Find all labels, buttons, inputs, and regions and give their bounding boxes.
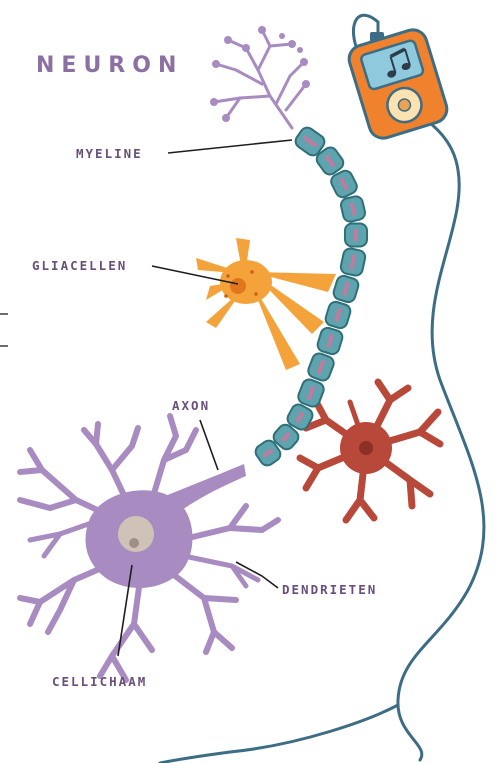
label-gliacellen: GLIACELLEN xyxy=(32,258,127,273)
cell-nucleolus xyxy=(129,538,139,548)
myelin-segment xyxy=(340,195,367,223)
myelin-segment xyxy=(345,224,367,247)
label-axon: AXON xyxy=(172,398,210,413)
diagram-title: NEURON xyxy=(36,53,183,78)
label-cellichaam: CELLICHAAM xyxy=(52,674,147,689)
myelin-segment xyxy=(340,247,367,277)
myelin-sheath xyxy=(253,125,367,468)
glial-cell xyxy=(196,238,336,370)
myelin-segment xyxy=(332,274,360,304)
red-cell-nucleus xyxy=(359,441,373,455)
label-myeline: MYELINE xyxy=(76,146,143,161)
music-player-icon xyxy=(346,22,451,142)
myelin-segment xyxy=(306,351,335,382)
label-dendrieten: DENDRIETEN xyxy=(282,582,377,597)
myelin-segment xyxy=(324,300,352,330)
margin-marks xyxy=(0,314,8,346)
myelin-segment xyxy=(316,326,344,356)
